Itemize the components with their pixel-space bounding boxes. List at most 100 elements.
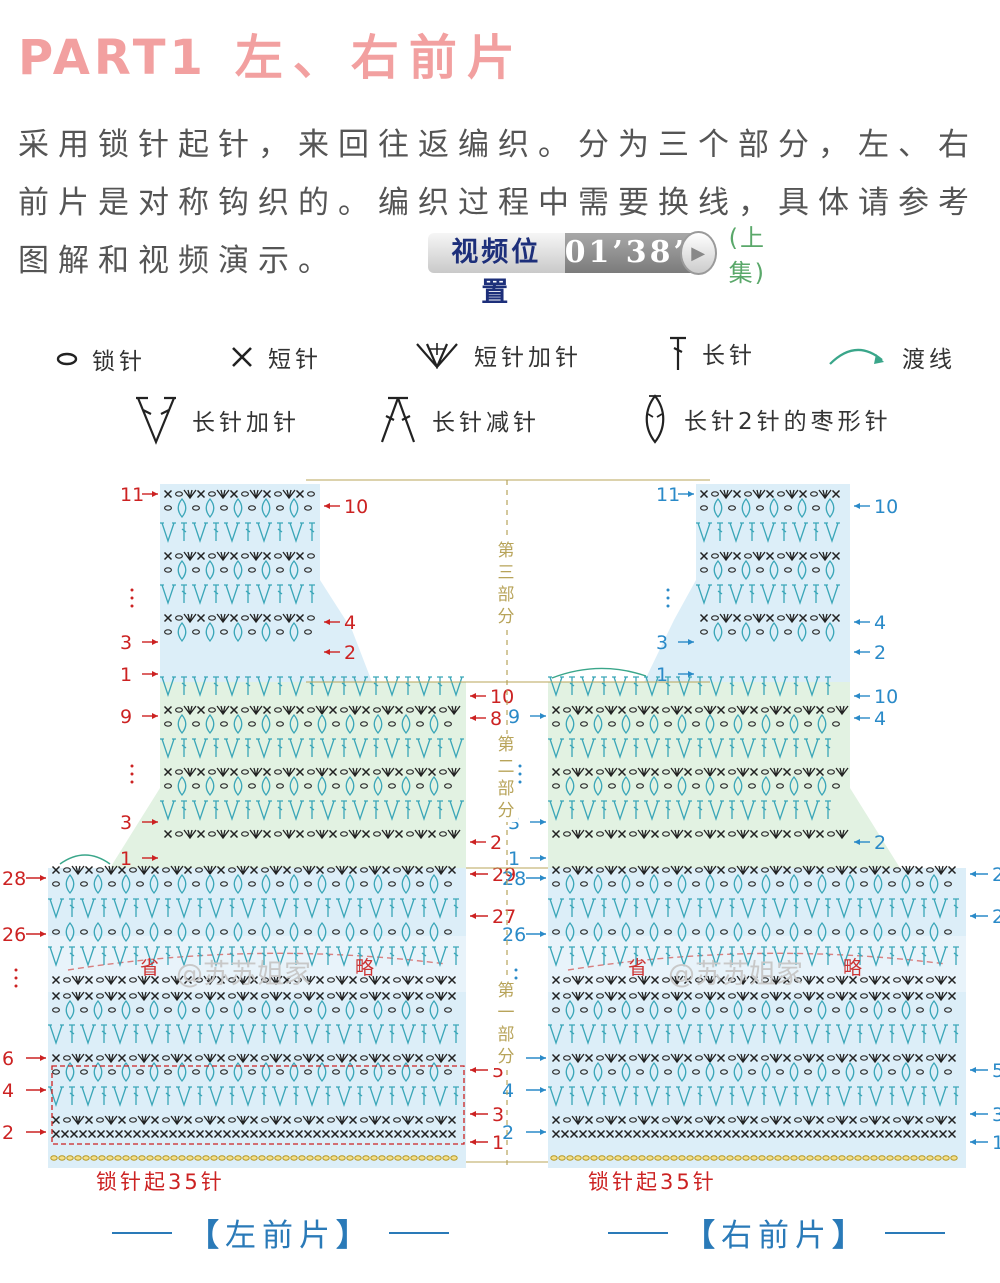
- part-label: PART1: [18, 30, 207, 86]
- omitted-dot: [518, 780, 522, 784]
- row-number: 4: [874, 708, 886, 730]
- row-number: 10: [874, 496, 898, 518]
- left-panel-caption: 【左前片】: [96, 1210, 465, 1255]
- omitted-label: 略: [843, 957, 862, 979]
- double-crochet-increase-icon: [136, 396, 176, 445]
- omitted-dot: [666, 588, 670, 592]
- legend-dc-puff: 长针2针的枣形针: [640, 392, 892, 446]
- crochet-chart: 2826642292753193110821131104228266422927…: [2, 479, 1000, 1170]
- part3-background: [160, 484, 372, 682]
- row-number: 26: [502, 924, 526, 946]
- omitted-dot: [130, 588, 134, 592]
- row-number: 4: [2, 1080, 14, 1102]
- omitted-dot: [130, 764, 134, 768]
- watermark: @苏苏姐家: [176, 959, 311, 990]
- row-number: 1: [120, 848, 132, 870]
- row-number: 1: [656, 664, 668, 686]
- row-number: 3: [656, 632, 668, 654]
- row-number: 4: [874, 612, 886, 634]
- row-number: 28: [502, 868, 526, 890]
- row-number: 3: [492, 1104, 504, 1126]
- legend-label: 短针加针: [474, 345, 582, 371]
- row-number: 27: [992, 906, 1000, 928]
- legend-label: 锁针: [92, 349, 146, 375]
- legend-sc: 短针: [230, 340, 322, 374]
- omitted-label: 省: [628, 957, 647, 979]
- row-number: 10: [490, 686, 514, 708]
- omitted-dot: [14, 976, 18, 980]
- section-2-label: 第二部分: [494, 734, 518, 822]
- omitted-dot: [666, 596, 670, 600]
- row-number: 2: [502, 1122, 514, 1144]
- right-panel-caption: 【右前片】: [592, 1210, 961, 1255]
- video-position-badge[interactable]: 视频位置 01’38” ▶ (上集): [428, 224, 790, 308]
- row-number: 10: [874, 686, 898, 708]
- row-number: 4: [502, 1080, 514, 1102]
- omitted-dot: [14, 984, 18, 988]
- row-number: 11: [120, 484, 144, 506]
- part-title: 左、右前片: [234, 30, 525, 86]
- row-number: 11: [656, 484, 680, 506]
- omitted-dot: [130, 604, 134, 608]
- legend-label: 短针: [268, 347, 322, 373]
- dc-2-puff-icon: [645, 394, 665, 444]
- row-number: 6: [2, 1048, 14, 1070]
- row-number: 10: [344, 496, 368, 518]
- omitted-label: 略: [355, 957, 374, 979]
- row-number: 28: [2, 868, 26, 890]
- page-title: PART1 左、右前片: [18, 18, 525, 88]
- intro-text: 采用锁针起针，来回往返编织。分为三个部分，左、右前片是对称钩织的。编织过程中需要…: [18, 127, 978, 279]
- row-number: 3: [120, 632, 132, 654]
- row-number: 1: [508, 848, 520, 870]
- row-number: 2: [874, 832, 886, 854]
- row-number: 29: [492, 864, 516, 886]
- omitted-curve: [67, 952, 447, 971]
- video-note: (上集): [728, 224, 767, 287]
- legend-label: 长针加针: [192, 410, 300, 436]
- section-1-label: 第一部分: [494, 980, 518, 1068]
- video-label: 视频位置: [428, 233, 565, 308]
- right-chain-start-label: 锁针起35针: [588, 1170, 717, 1194]
- omitted-dot: [130, 772, 134, 776]
- row-number: 2: [344, 642, 356, 664]
- part3-background: [644, 484, 850, 682]
- single-crochet-increase-icon: [416, 343, 458, 369]
- row-number: 5: [992, 1060, 1000, 1082]
- row-number: 1: [492, 1132, 504, 1154]
- chain-stitch-icon: [56, 352, 78, 366]
- row-number: 27: [492, 906, 516, 928]
- row-number: 26: [2, 924, 26, 946]
- omitted-dot: [14, 968, 18, 972]
- omitted-label: 省: [140, 957, 159, 979]
- single-crochet-icon: [232, 347, 252, 367]
- omitted-dot: [666, 604, 670, 608]
- play-icon[interactable]: ▶: [679, 231, 717, 275]
- row-number: 9: [508, 706, 520, 728]
- legend-label: 渡线: [902, 347, 956, 373]
- omitted-dot: [514, 976, 518, 980]
- row-number: 8: [490, 708, 502, 730]
- change-yarn-icon: [551, 667, 647, 679]
- legend-dc-dec: 长针减针: [378, 394, 540, 446]
- row-number: 9: [120, 706, 132, 728]
- omitted-dot: [130, 596, 134, 600]
- watermark: @苏苏姐家: [668, 959, 803, 990]
- omitted-curve: [567, 952, 947, 971]
- row-number: 2: [490, 832, 502, 854]
- omitted-dot: [130, 780, 134, 784]
- omitted-dot: [518, 764, 522, 768]
- row-number: 3: [120, 812, 132, 834]
- change-yarn-icon: [59, 854, 111, 865]
- row-number: 2: [2, 1122, 14, 1144]
- row-number: 1: [992, 1132, 1000, 1154]
- legend-chain: 锁针: [56, 342, 146, 376]
- legend-sc-inc: 短针加针: [414, 338, 582, 372]
- row-number: 2: [874, 642, 886, 664]
- left-chain-start-label: 锁针起35针: [96, 1170, 225, 1194]
- double-crochet-icon: [670, 336, 686, 370]
- omitted-dot: [518, 772, 522, 776]
- legend-dc: 长针: [668, 334, 756, 372]
- repeat-box: [51, 1065, 465, 1145]
- caption-text: 右前片: [721, 1218, 832, 1254]
